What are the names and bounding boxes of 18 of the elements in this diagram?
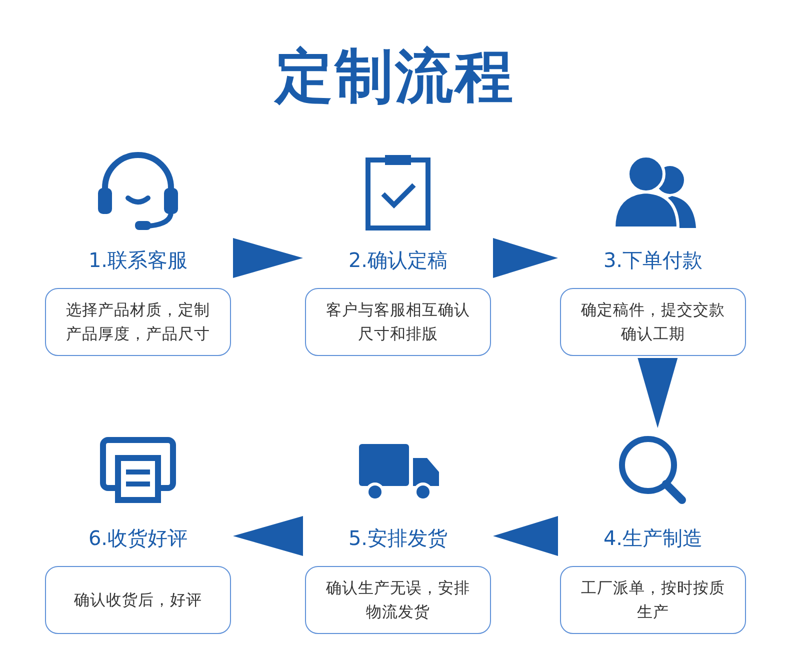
step-description-box: 选择产品材质，定制产品厚度，产品尺寸 bbox=[45, 288, 231, 356]
arrow bbox=[493, 516, 558, 556]
step-description-box: 客户与客服相互确认尺寸和排版 bbox=[305, 288, 491, 356]
arrow bbox=[638, 358, 678, 428]
step-title: 3.下单付款 bbox=[603, 247, 703, 274]
step-description-box: 确认收货后，好评 bbox=[45, 566, 231, 634]
arrow bbox=[493, 238, 558, 278]
step-title: 6.收货好评 bbox=[88, 525, 188, 552]
step-title: 1.联系客服 bbox=[88, 247, 188, 274]
arrow bbox=[233, 238, 303, 278]
step-title: 4.生产制造 bbox=[603, 525, 703, 552]
step-description-box: 工厂派单，按时按质生产 bbox=[560, 566, 746, 634]
page-title: 定制流程 bbox=[275, 41, 515, 112]
step-description-box: 确定稿件，提交交款确认工期 bbox=[560, 288, 746, 356]
step-title: 2.确认定稿 bbox=[348, 247, 448, 274]
step-description-box: 确认生产无误，安排物流发货 bbox=[305, 566, 491, 634]
arrow bbox=[233, 516, 303, 556]
step-title: 5.安排发货 bbox=[348, 525, 448, 552]
